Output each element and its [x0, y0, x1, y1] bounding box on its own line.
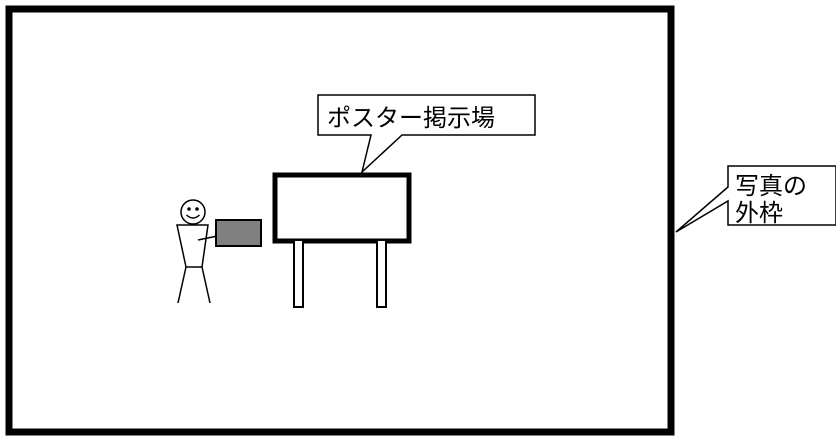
person-leg-right	[201, 266, 211, 304]
poster-board-panel	[272, 172, 412, 244]
callout-photo-frame: 写真の 外枠	[675, 165, 836, 233]
face-smile	[185, 214, 201, 219]
callout-poster-board-label: ポスター掲示場	[327, 104, 495, 132]
person-body	[176, 224, 209, 268]
face-eye-right	[195, 207, 199, 211]
poster-board-leg-left	[293, 239, 304, 308]
face-eye-left	[187, 207, 191, 211]
smiley-face-icon	[180, 199, 206, 225]
photo-frame	[5, 5, 675, 436]
callout-poster-board-box	[317, 94, 536, 175]
callout-poster-board: ポスター掲示場	[317, 94, 536, 175]
parcel-icon	[215, 219, 262, 247]
poster-board-leg-right	[376, 239, 387, 308]
person-leg-left	[177, 266, 187, 304]
callout-photo-frame-box	[675, 165, 836, 233]
callout-photo-frame-line2: 外枠	[735, 199, 783, 227]
callout-photo-frame-line1: 写真の	[735, 172, 807, 200]
poster-board	[272, 172, 412, 308]
person-icon	[176, 199, 228, 304]
